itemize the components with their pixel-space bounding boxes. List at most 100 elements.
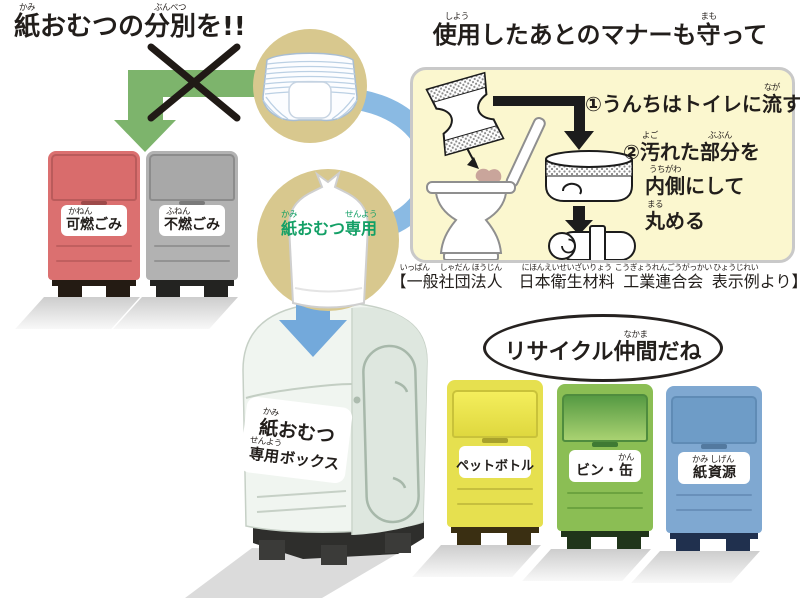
base-text: れた (659, 140, 700, 164)
furigana-text: まる (646, 200, 664, 210)
ruby-segment: しゃだん社団 (438, 263, 471, 291)
base-text: 工業連合会 (623, 272, 704, 291)
trash-bag-icon (257, 169, 399, 311)
ruby-segment: リサイクル (505, 331, 614, 365)
ruby-segment: ひょうじれい表示例 (711, 263, 760, 291)
bin-label: ビン・かん缶 (569, 450, 641, 482)
furigana-text: ほうじん (471, 263, 503, 272)
paper-resource-bin: かみ紙しげん資源 (631, 386, 762, 583)
base-text: ビン・ (575, 462, 618, 479)
bin-handle (81, 201, 107, 205)
ruby-segment: れた (660, 132, 700, 163)
ruby-segment: ぶんべつ分別 (144, 3, 197, 42)
bin-foot (156, 284, 180, 297)
base-text: おむつの (40, 12, 145, 42)
bin-foot (617, 535, 641, 549)
bin-base (451, 527, 539, 533)
step2-line2-text: うちがわ内側にして (645, 165, 744, 197)
ruby-segment (503, 264, 519, 291)
base-text: だね (657, 340, 702, 366)
bin-label-text: ビン・かん缶 (576, 452, 635, 479)
base-text: 分別 (144, 12, 197, 42)
furigana-text: せんよう (345, 210, 378, 220)
ruby-segment: せんよう専用 (247, 436, 282, 467)
furigana-text: ぶぶん (707, 131, 733, 141)
bin-label-text: ふねん不燃ごみ (164, 207, 220, 234)
bin-handle (179, 201, 205, 205)
base-text: 社団 (438, 272, 471, 291)
ruby-segment: す (782, 84, 800, 115)
ruby-segment: にして (685, 166, 744, 197)
base-text: ② (623, 140, 640, 164)
furigana-text: にほんえいせいざいりょう (521, 263, 613, 272)
furigana-text: ひょうじれい (713, 263, 759, 272)
toilet-rim (426, 181, 516, 194)
ruby-segment: にほんえいせいざいりょう日本衛生材料 (519, 263, 615, 291)
base-text: おむつ (297, 219, 346, 238)
furigana-text: かみ (19, 3, 36, 13)
ruby-segment: うちがわ内側 (645, 165, 685, 197)
base-text: ボックス (278, 448, 341, 474)
open-diaper-icon (425, 71, 505, 157)
furigana-text: かねん (67, 207, 93, 218)
base-text: 紙 (280, 219, 297, 238)
box-door (362, 344, 420, 524)
ruby-segment: こうぎょうれんごうがっかい工業連合会 (614, 263, 713, 291)
base-text: 丸 (645, 209, 665, 233)
bin-base (561, 531, 649, 537)
burnable-trash-bin: かねん可燃ごみ (15, 151, 140, 329)
base-text: 資源 (708, 464, 736, 481)
bin-groove (676, 509, 752, 511)
ruby-segment: しよう使用 (433, 12, 481, 48)
bin-lid-flap (149, 154, 235, 201)
furigana-text: こうぎょうれんごうがっかい (614, 263, 713, 272)
bin-label: ペットボトル (456, 446, 534, 478)
base-text: にして (685, 174, 745, 198)
bin-handle (482, 438, 508, 443)
box-knob (353, 396, 361, 404)
bin-foot (726, 537, 750, 551)
bin-groove (457, 488, 533, 490)
bin-label: かねん可燃ごみ (61, 205, 127, 236)
base-text: 表示例 (711, 272, 760, 291)
ruby-segment: よご汚 (640, 131, 660, 163)
bin-foot (567, 535, 591, 549)
ruby-segment: かん缶 (617, 452, 635, 479)
bin-groove (154, 245, 230, 247)
ruby-segment: ペットボトル (456, 450, 534, 474)
base-text: 専用 (345, 219, 378, 238)
ruby-segment: ぶぶん部分 (699, 131, 740, 164)
base-text: 部分 (699, 140, 740, 164)
page-title: かみ紙おむつのぶんべつ分別を!! (14, 3, 294, 42)
ruby-segment: って (720, 13, 767, 48)
ruby-segment: まも守 (696, 12, 720, 48)
base-text: ごみ (192, 217, 220, 234)
base-text: 紙 (14, 12, 41, 42)
manner-panel-illustration (425, 71, 636, 260)
base-text: ごみ (94, 217, 122, 234)
bin-label-text: ペットボトル (456, 450, 534, 474)
recycle-callout: リサイクルなかま仲間だね (483, 314, 723, 382)
furigana-text: かん (617, 452, 635, 463)
ruby-segment: いっぱん【一般 (390, 263, 439, 291)
half-rolled-diaper-icon (545, 150, 633, 202)
furigana-text: なが (763, 83, 781, 93)
base-text: 【一般 (390, 272, 439, 291)
ruby-segment: ビン・ (576, 454, 618, 479)
bin-groove (676, 494, 752, 496)
ruby-segment: ごみ (94, 208, 122, 233)
furigana-text: まも (700, 12, 717, 22)
ruby-segment: より】 (760, 264, 800, 291)
bin-groove (567, 507, 643, 509)
bin-label-text: かねん可燃ごみ (66, 207, 122, 233)
furigana-text: ぶんべつ (154, 3, 187, 13)
step1-text: ①うんちはトイレになが流す (585, 83, 800, 115)
bin-label: かみ紙しげん資源 (678, 452, 750, 484)
ruby-segment: ①うんちはトイレに (585, 84, 762, 115)
box-side-face (352, 307, 427, 535)
recycle-callout-text: リサイクルなかま仲間だね (505, 331, 702, 366)
ruby-segment: なかま仲間 (613, 331, 657, 365)
base-text: 不燃 (164, 217, 192, 234)
bin-base (670, 533, 758, 539)
